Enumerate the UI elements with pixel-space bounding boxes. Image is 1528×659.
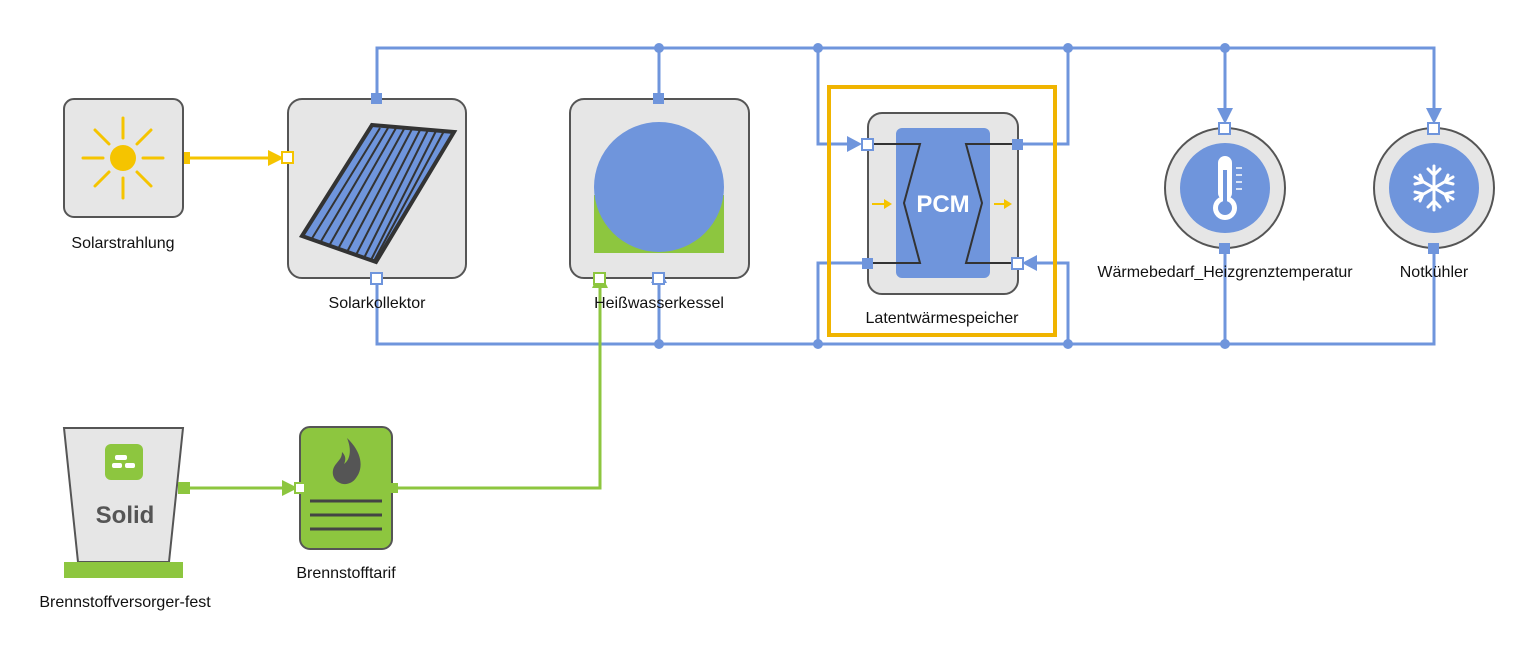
solid-fuel-icon — [105, 444, 143, 480]
latent-storage-label: Latentwärmespeicher — [866, 310, 1020, 327]
heat-supply-bus[interactable] — [375, 46, 1436, 118]
emergency-cooler-component[interactable]: Notkühler — [1373, 122, 1495, 281]
solar-energy-line[interactable] — [178, 150, 284, 166]
flame-icon — [332, 438, 361, 485]
storage-inlet-line[interactable] — [816, 48, 858, 146]
storage-outlet-left-line[interactable] — [816, 261, 868, 344]
hot-water-boiler-label: Heißwasserkessel — [594, 295, 724, 312]
heat-demand-label: Wärmebedarf_Heizgrenztemperatur — [1097, 264, 1353, 281]
boiler-tank-icon — [594, 122, 724, 253]
emergency-cooler-label: Notkühler — [1400, 264, 1469, 281]
solar-radiation-component[interactable]: Solarstrahlung — [63, 98, 184, 252]
fuel-tariff-to-boiler-line[interactable] — [392, 286, 602, 490]
heat-demand-component[interactable]: Wärmebedarf_Heizgrenztemperatur — [1097, 122, 1353, 281]
solar-collector-label: Solarkollektor — [329, 295, 427, 312]
hot-water-boiler-component[interactable]: Heißwasserkessel — [569, 93, 750, 312]
sun-icon — [81, 116, 165, 200]
tariff-lines — [310, 499, 382, 531]
pcm-text: PCM — [916, 191, 969, 218]
solar-collector-component[interactable]: Solarkollektor — [281, 93, 467, 312]
snowflake-icon — [1413, 164, 1455, 212]
storage-outlet-right-line[interactable] — [1018, 48, 1070, 146]
fuel-supplier-component[interactable]: Solid Brennstoffversorger-fest — [39, 427, 211, 611]
heat-arrows — [651, 108, 1442, 283]
heat-return-bus[interactable] — [375, 249, 1436, 346]
selection-frame — [827, 85, 1057, 337]
junction-dots — [654, 43, 1230, 349]
solid-text: Solid — [96, 502, 155, 529]
thermometer-icon — [1213, 156, 1242, 220]
solar-panel-icon — [298, 122, 458, 265]
storage-inlet-right-line[interactable] — [1028, 261, 1070, 344]
fuel-tariff-component[interactable]: Brennstofftarif — [294, 426, 398, 582]
latent-storage-component[interactable]: PCM Latentwärmespeicher — [827, 85, 1057, 337]
fuel-supplier-label: Brennstoffversorger-fest — [39, 594, 211, 611]
pcm-storage-icon: PCM — [868, 128, 1018, 278]
solar-radiation-label: Solarstrahlung — [71, 235, 174, 252]
fuel-tariff-label: Brennstofftarif — [296, 565, 396, 582]
heat-network — [375, 46, 1436, 346]
